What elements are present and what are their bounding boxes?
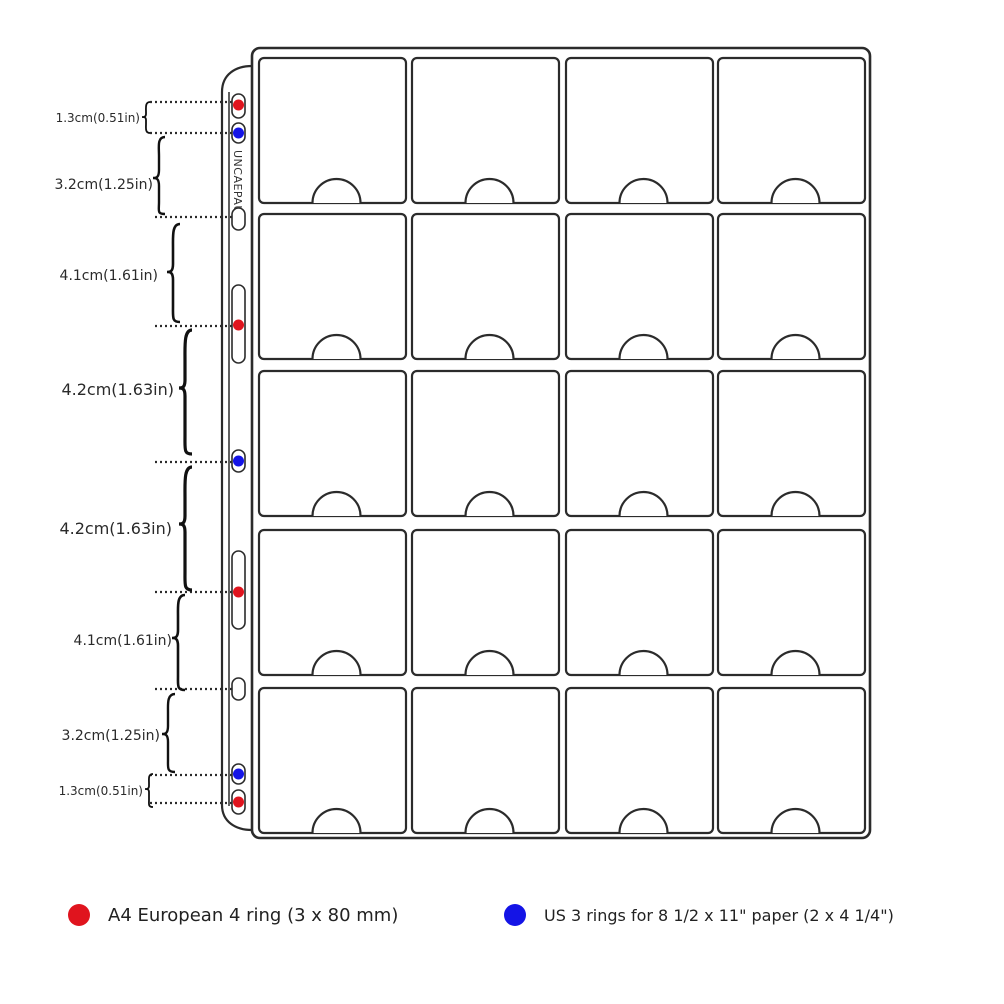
pocket-grid <box>257 56 867 835</box>
dimension-label: 4.1cm(1.61in) <box>74 633 172 649</box>
pocket-notch <box>618 807 669 834</box>
pocket-notch <box>311 490 362 517</box>
brace-7 <box>161 692 176 774</box>
blue-hole-dot <box>233 127 244 139</box>
pocket-notch <box>618 333 669 360</box>
pocket-notch <box>464 177 515 204</box>
pocket-notch <box>464 333 515 360</box>
brace-1 <box>141 101 151 134</box>
dimension-braces <box>141 101 193 808</box>
binder-strip <box>220 64 253 832</box>
dimension-label: 3.2cm(1.25in) <box>62 728 160 744</box>
red-hole-dot <box>233 586 244 598</box>
pocket-notch <box>464 490 515 517</box>
pocket-notch <box>770 177 821 204</box>
pocket-notch <box>770 807 821 834</box>
pocket-notch <box>464 807 515 834</box>
dimension-label: 4.1cm(1.61in) <box>60 268 158 284</box>
legend-us: US 3 rings for 8 1/2 x 11" paper (2 x 4 … <box>504 904 894 926</box>
brace-6 <box>171 593 186 692</box>
red-hole-dot <box>233 796 244 808</box>
pocket-notch <box>618 177 669 204</box>
brace-3 <box>166 222 181 324</box>
pocket-notch <box>770 490 821 517</box>
dimension-label: 3.2cm(1.25in) <box>55 177 153 193</box>
brace-2 <box>152 135 166 216</box>
red-hole-dot <box>233 319 244 331</box>
hole-slot <box>231 677 246 701</box>
dimension-labels: 1.3cm(0.51in) 3.2cm(1.25in) 4.1cm(1.61in… <box>55 111 174 798</box>
pocket-notch <box>311 807 362 834</box>
brand-text: UNCAEPAUL <box>231 150 244 221</box>
red-hole-dot <box>233 99 244 111</box>
dimension-label: 1.3cm(0.51in) <box>56 111 140 125</box>
brace-8 <box>144 773 154 808</box>
ring-holes <box>231 93 246 815</box>
dimension-label: 4.2cm(1.63in) <box>61 380 174 399</box>
pocket-notch <box>464 649 515 676</box>
legend-a4-label: A4 European 4 ring (3 x 80 mm) <box>108 904 399 926</box>
hole-slot <box>231 207 246 231</box>
dimension-label: 1.3cm(0.51in) <box>59 784 143 798</box>
dimension-label: 4.2cm(1.63in) <box>59 519 172 538</box>
red-dot-icon <box>68 904 90 926</box>
brace-5 <box>178 465 193 592</box>
pocket-notch <box>311 649 362 676</box>
pocket-notch <box>618 649 669 676</box>
blue-hole-dot <box>233 768 244 780</box>
pocket-notch <box>311 333 362 360</box>
leader-lines <box>150 100 232 805</box>
legend-us-label: US 3 rings for 8 1/2 x 11" paper (2 x 4 … <box>544 905 894 925</box>
pocket-notch <box>618 490 669 517</box>
blue-dot-icon <box>504 904 526 926</box>
pocket-notch <box>770 649 821 676</box>
pocket-notch <box>311 177 362 204</box>
brace-4 <box>178 328 193 456</box>
legend-a4: A4 European 4 ring (3 x 80 mm) <box>68 904 398 926</box>
pocket-notch <box>770 333 821 360</box>
blue-hole-dot <box>233 455 244 467</box>
